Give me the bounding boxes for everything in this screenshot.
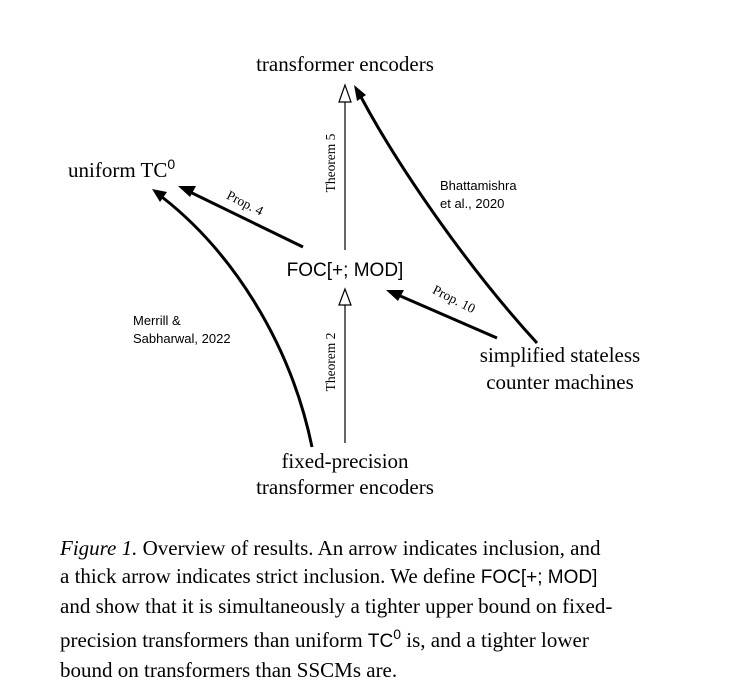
label-merrill-line1: Merrill & (133, 313, 181, 328)
caption-text-4a: precision transformers than uniform (60, 628, 368, 652)
caption-foc-term: FOC[+; MOD] (480, 567, 598, 588)
results-diagram: transformer encoders uniform TC0 FOC[+; … (68, 52, 640, 499)
caption-line-3: and show that it is simultaneously a tig… (60, 594, 613, 618)
caption-tc-superscript: 0 (393, 626, 402, 642)
arrow-merrill-head (152, 189, 167, 202)
node-foc: FOC[+; MOD] (287, 260, 404, 281)
caption-text-2: a thick arrow indicates strict inclusion… (60, 564, 481, 588)
arrow-theorem2-head (338, 287, 352, 306)
caption-text-1: Overview of results. An arrow indicates … (137, 536, 601, 560)
caption-line-2: a thick arrow indicates strict inclusion… (60, 562, 680, 592)
arrow-bhattamishra-head (354, 85, 366, 101)
node-uniform-tc: uniform TC0 (68, 156, 175, 182)
caption-line-4: precision transformers than uniform TC0 … (60, 620, 680, 656)
caption-tc-term: TC (367, 631, 394, 652)
caption-line-1: Figure 1. Overview of results. An arrow … (60, 534, 680, 562)
arrow-bhattamishra-curve (359, 96, 539, 345)
node-fixed-line2: transformer encoders (256, 475, 434, 499)
uniform-tc-text: uniform TC (68, 158, 167, 182)
caption-line-5: bound on transformers than SSCMs are. (60, 658, 398, 682)
node-sscm-line1: simplified stateless (480, 343, 640, 367)
label-bhattamishra-line2: et al., 2020 (440, 196, 504, 211)
label-theorem2: Theorem 2 (323, 333, 338, 392)
figure-caption: Figure 1. Overview of results. An arrow … (60, 534, 680, 684)
label-theorem5: Theorem 5 (323, 133, 338, 192)
arrow-prop10-head (386, 290, 404, 301)
label-merrill-line2: Sabharwal, 2022 (133, 331, 231, 346)
node-fixed-line1: fixed-precision (281, 449, 409, 473)
node-transformer-encoders: transformer encoders (256, 52, 434, 76)
label-bhattamishra-line1: Bhattamishra (440, 178, 517, 193)
arrow-merrill-curve (161, 195, 314, 448)
arrow-theorem5-head (338, 83, 352, 103)
label-prop4: Prop. 4 (224, 187, 266, 218)
caption-text-4b: is, and a tighter lower (401, 628, 589, 652)
arrow-prop4-shaft (189, 190, 304, 249)
node-sscm-line2: counter machines (486, 370, 634, 394)
uniform-tc-superscript: 0 (167, 156, 175, 172)
arrow-prop4-head (178, 186, 196, 197)
arrow-prop10-shaft (397, 293, 498, 340)
figure-label: Figure 1. (60, 536, 138, 560)
